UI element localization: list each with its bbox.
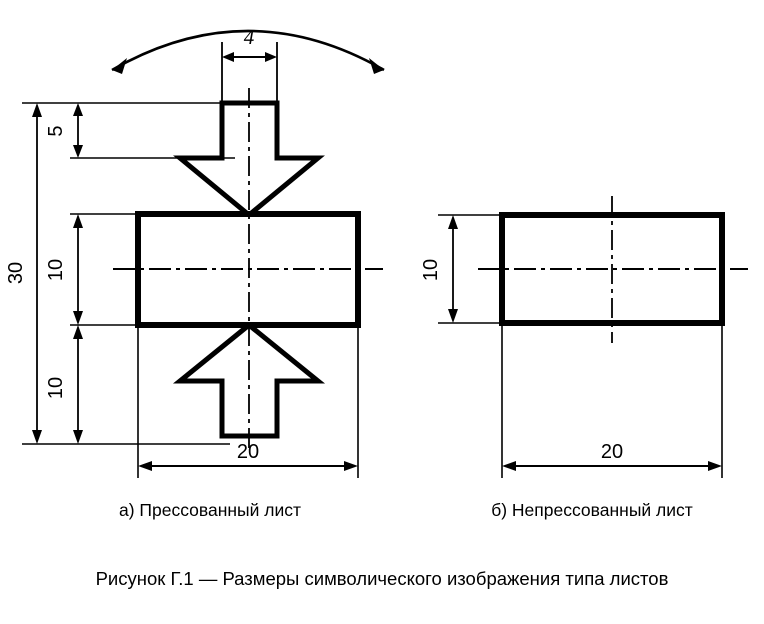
dimension-label-4: 4 bbox=[244, 25, 255, 49]
dimension-label-5: 5 bbox=[45, 125, 67, 136]
sub-caption-pressed-sheet: а) Прессованный лист bbox=[118, 500, 302, 520]
dim-arrowhead-left bbox=[138, 461, 152, 471]
dimension-label-20-b: 20 bbox=[601, 441, 623, 463]
dimension-sheet-thickness-10-b: 10 bbox=[420, 215, 458, 323]
diagram-b-group: 10 20 bbox=[420, 196, 748, 478]
sub-caption-unpressed-sheet: б) Непрессованный лист bbox=[491, 500, 693, 520]
dim-arrowhead-left bbox=[222, 52, 234, 62]
dim-arrowhead-top bbox=[73, 214, 83, 228]
dimension-label-20-a: 20 bbox=[237, 441, 259, 463]
arc-arrowhead-right bbox=[369, 58, 384, 74]
arc-span-indicator bbox=[111, 29, 385, 74]
dimension-arrow-width-4: 4 bbox=[221, 25, 278, 108]
dimension-label-30: 30 bbox=[5, 262, 27, 284]
dimension-total-height-30: 30 bbox=[5, 103, 42, 444]
dim-arrowhead-left bbox=[502, 461, 516, 471]
dim-arrowhead-top bbox=[73, 103, 83, 116]
dim-arrowhead-bottom bbox=[73, 430, 83, 444]
dim-arrowhead-bottom bbox=[73, 311, 83, 325]
arc-arrowhead-left bbox=[112, 58, 127, 74]
dim-arrowhead-top bbox=[448, 215, 458, 229]
dimension-label-10-thickness: 10 bbox=[45, 259, 67, 281]
dim-arrowhead-top bbox=[32, 103, 42, 117]
dim-arrowhead-right bbox=[265, 52, 277, 62]
figure-caption: Рисунок Г.1 — Размеры символического изо… bbox=[95, 568, 669, 589]
span-arc bbox=[111, 29, 385, 72]
dim-arrowhead-right bbox=[344, 461, 358, 471]
dim-arrowhead-bottom bbox=[32, 430, 42, 444]
dimension-sheet-width-20-a: 20 bbox=[137, 214, 359, 478]
dim-arrowhead-bottom bbox=[448, 309, 458, 323]
dimension-label-10-b: 10 bbox=[420, 259, 442, 281]
dim-arrowhead-right bbox=[708, 461, 722, 471]
dimension-arrow-height-10: 10 bbox=[45, 325, 83, 444]
dim-arrowhead-bottom bbox=[73, 145, 83, 158]
dimension-sheet-thickness-10: 10 bbox=[45, 214, 83, 325]
diagram-a-group: 4 5 bbox=[5, 25, 385, 478]
dimension-arrowhead-height-5: 5 bbox=[45, 103, 83, 158]
dimension-sheet-width-20-b: 20 bbox=[501, 215, 723, 478]
dim-arrowhead-top bbox=[73, 325, 83, 339]
dimension-label-10-arrow: 10 bbox=[45, 377, 67, 399]
